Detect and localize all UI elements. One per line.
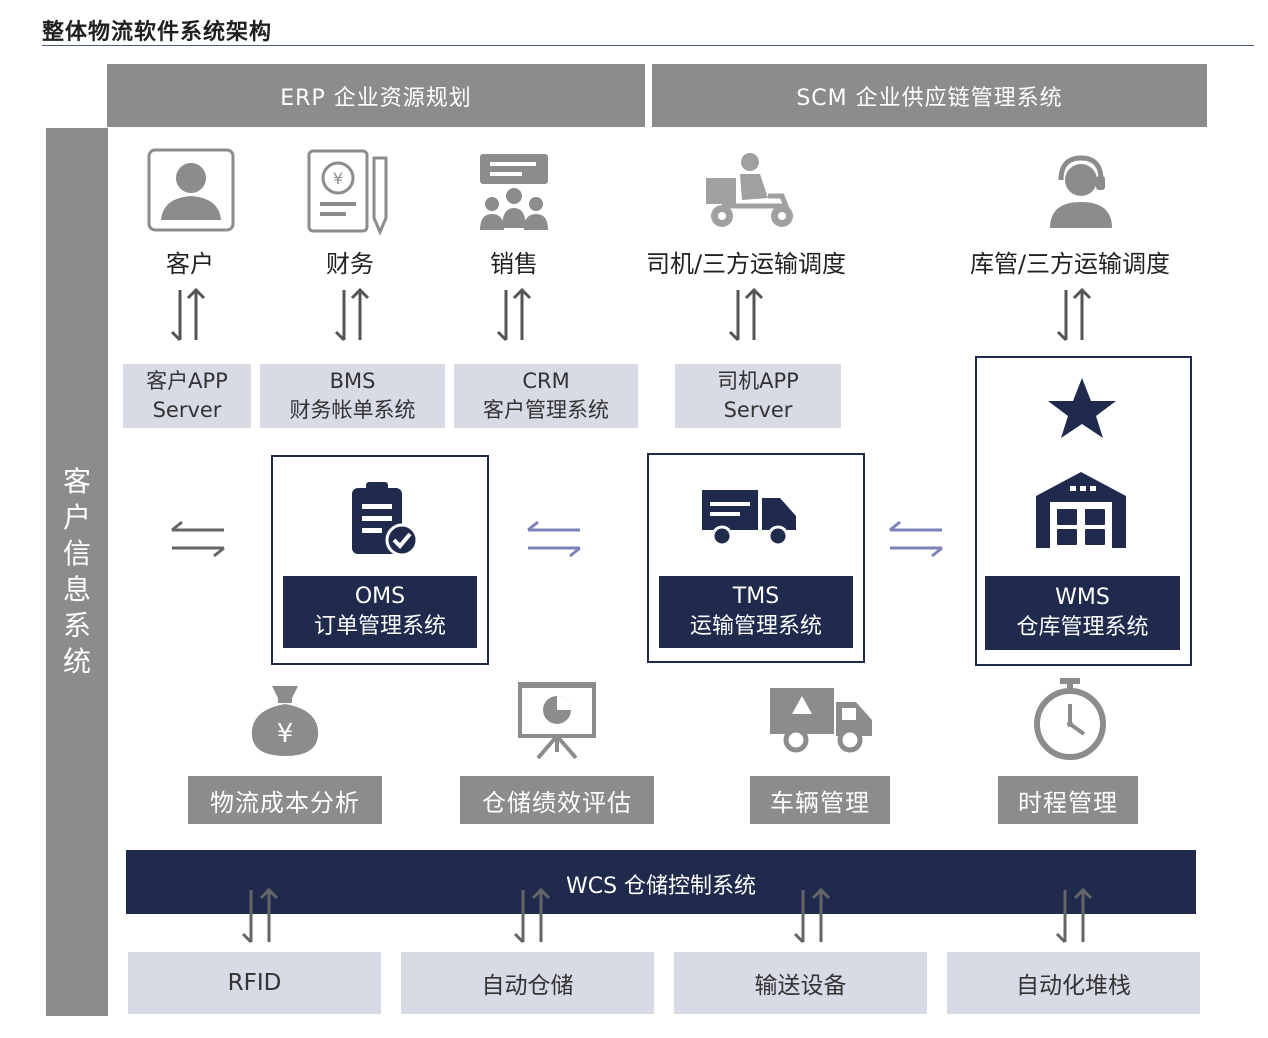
svg-text:¥: ¥ xyxy=(277,719,294,749)
wms-label: WMS 仓库管理系统 xyxy=(985,576,1180,650)
service-line: CRM xyxy=(522,369,570,393)
core-line: 运输管理系统 xyxy=(689,614,822,639)
bidirectional-arrow-icon xyxy=(241,887,279,944)
side-label-char: 息 xyxy=(62,573,91,606)
service-line: Server xyxy=(152,398,222,422)
erp-header: ERP 企业资源规划 xyxy=(107,64,645,127)
wcs-label: WCS 仓储控制系统 xyxy=(565,874,757,899)
service-line: BMS xyxy=(329,369,376,393)
core-line: 仓库管理系统 xyxy=(1016,615,1149,640)
headset-operator-icon xyxy=(1050,155,1112,228)
warehouse-performance-label: 仓储绩效评估 xyxy=(460,776,654,824)
vehicle-management-label: 车辆管理 xyxy=(750,776,890,824)
finance-icon: ¥ xyxy=(307,149,388,236)
delivery-rider-icon xyxy=(706,153,793,227)
bidirectional-arrow-icon xyxy=(1056,287,1092,342)
bidirectional-arrow-icon xyxy=(1055,887,1093,944)
service-line: 司机APP xyxy=(717,369,799,393)
bidirectional-arrow-icon xyxy=(170,287,206,342)
title-divider xyxy=(42,45,1254,46)
wcs-bar: WCS 仓储控制系统 xyxy=(126,850,1196,914)
service-line: 财务帐单系统 xyxy=(289,398,416,422)
service-line: 客户APP xyxy=(146,369,228,393)
page-title: 整体物流软件系统架构 xyxy=(42,20,273,45)
side-label-char: 信 xyxy=(62,537,91,570)
rfid-box: RFID xyxy=(128,952,381,1014)
bidirectional-arrow-icon xyxy=(334,287,370,342)
stopwatch-icon xyxy=(1034,678,1106,760)
horizontal-bidirectional-arrow-icon xyxy=(527,520,581,558)
horizontal-bidirectional-arrow-icon xyxy=(889,520,943,558)
actor-label-warehouse-dispatch: 库管/三方运输调度 xyxy=(969,250,1171,278)
core-line: WMS xyxy=(1055,585,1110,610)
money-bag-icon: ¥ xyxy=(251,686,319,756)
customer-icon xyxy=(147,148,235,232)
tms-label: TMS 运输管理系统 xyxy=(659,576,853,648)
actor-label-finance: 财务 xyxy=(326,250,374,278)
horizontal-bidirectional-arrow-icon xyxy=(171,520,225,558)
side-label-char: 户 xyxy=(62,501,91,534)
bidirectional-arrow-icon xyxy=(793,887,831,944)
service-line: Server xyxy=(723,398,793,422)
logistics-cost-analysis-label: 物流成本分析 xyxy=(188,776,382,824)
delivery-van-icon xyxy=(770,688,872,753)
actor-label-customer: 客户 xyxy=(166,250,214,278)
customer-info-system-bar: 客 户 信 息 系 统 xyxy=(46,128,108,1016)
sales-team-icon xyxy=(480,154,548,230)
presentation-chart-icon xyxy=(518,682,596,760)
side-label-char: 系 xyxy=(62,609,91,642)
bidirectional-arrow-icon xyxy=(496,287,532,342)
crm-box: CRM 客户管理系统 xyxy=(454,364,638,428)
customer-app-server-box: 客户APP Server xyxy=(123,364,251,428)
bidirectional-arrow-icon xyxy=(513,887,551,944)
side-label-char: 客 xyxy=(62,465,91,498)
schedule-management-label: 时程管理 xyxy=(998,776,1138,824)
clipboard-check-icon xyxy=(352,482,419,557)
oms-label: OMS 订单管理系统 xyxy=(283,576,477,648)
star-icon xyxy=(1048,378,1116,438)
svg-text:¥: ¥ xyxy=(333,169,343,188)
scm-header: SCM 企业供应链管理系统 xyxy=(652,64,1207,127)
actor-label-driver-dispatch: 司机/三方运输调度 xyxy=(645,250,847,278)
service-line: 客户管理系统 xyxy=(483,398,609,422)
bms-box: BMS 财务帐单系统 xyxy=(260,364,445,428)
auto-storage-box: 自动仓储 xyxy=(401,952,654,1014)
core-line: TMS xyxy=(732,584,780,609)
core-line: 订单管理系统 xyxy=(313,614,446,639)
truck-icon xyxy=(702,490,796,547)
actor-label-sales: 销售 xyxy=(490,250,538,278)
core-line: OMS xyxy=(354,584,406,609)
warehouse-icon xyxy=(1036,472,1126,548)
auto-stacking-box: 自动化堆栈 xyxy=(947,952,1200,1014)
bidirectional-arrow-icon xyxy=(728,287,764,342)
conveyor-box: 输送设备 xyxy=(674,952,927,1014)
side-label-char: 统 xyxy=(62,645,91,678)
driver-app-server-box: 司机APP Server xyxy=(675,364,841,428)
